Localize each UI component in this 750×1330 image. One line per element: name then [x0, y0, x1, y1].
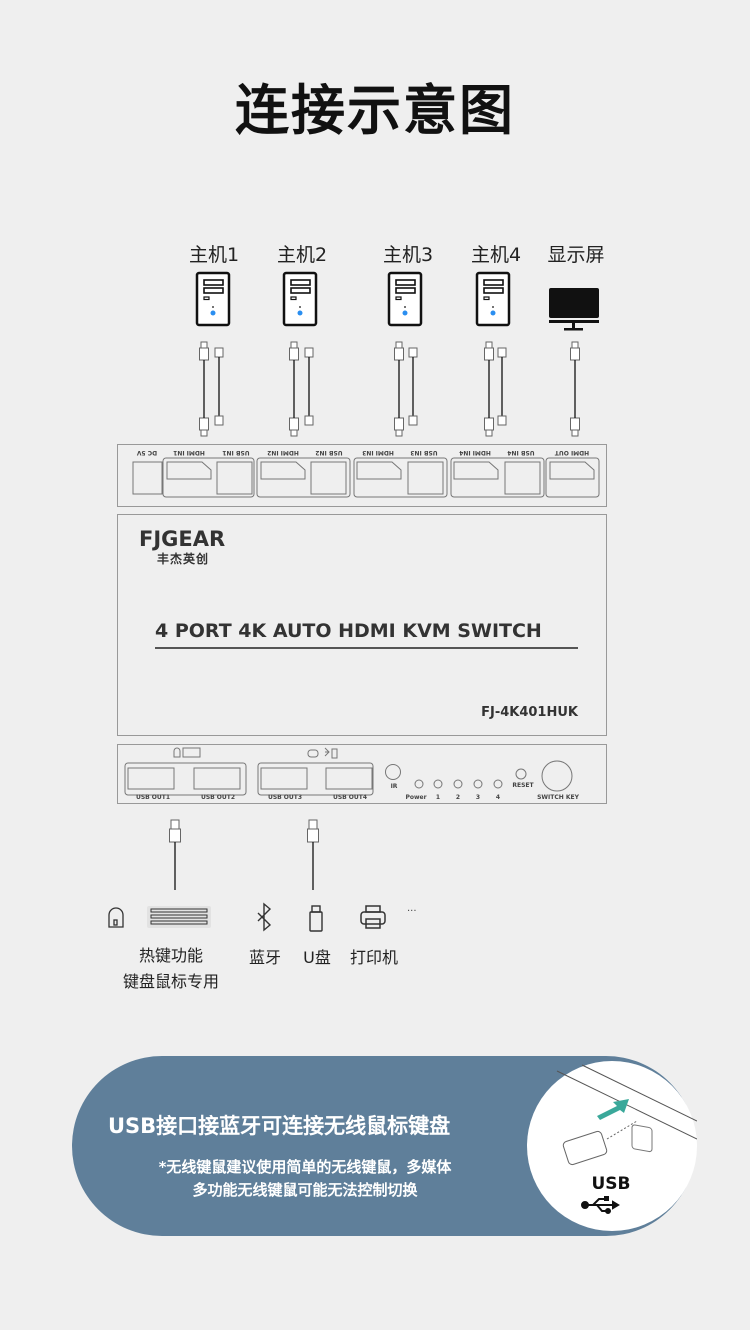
keyboard-mouse-label: 键盘鼠标专用: [122, 972, 220, 991]
banner-note-2: 多功能无线键鼠可能无法控制切换: [192, 1181, 418, 1199]
pc-icon-1: [195, 271, 231, 327]
brand-logo: FJGEAR: [139, 527, 226, 551]
usb-symbol-icon: [581, 1196, 620, 1214]
monitor-icon: [549, 288, 599, 331]
port-label-usb-in4: USB IN4: [507, 449, 535, 456]
port-label-hdmi-in2: HDMI IN2: [267, 449, 299, 456]
led-4-label: 4: [495, 794, 501, 801]
mouse-icon: [108, 907, 124, 928]
pc-icon-3: [387, 271, 423, 327]
arrow-icon: [597, 1099, 629, 1120]
usb-label: USB: [591, 1174, 631, 1194]
monitor-label: 显示屏: [547, 244, 605, 266]
port-label-hdmi-in3: HDMI IN3: [362, 449, 394, 456]
port-label-usb-in3: USB IN3: [410, 449, 438, 456]
led-power-label: Power: [405, 794, 427, 801]
product-underline: [155, 647, 578, 649]
product-name: 4 PORT 4K AUTO HDMI KVM SWITCH: [155, 620, 542, 642]
bluetooth-icon: [257, 902, 272, 932]
front-panel: [117, 744, 607, 804]
hdmi-cable-icons: [200, 342, 580, 436]
usb-out1-label: USB OUT1: [135, 794, 171, 801]
port-label-hdmi-in1: HDMI IN1: [173, 449, 205, 456]
pc-icon-2: [282, 271, 318, 327]
banner-heading: USB接口接蓝牙可连接无线鼠标键盘: [108, 1114, 451, 1138]
port-label-hdmi-out: HDMI OUT: [554, 449, 590, 456]
usb-dongle-illustration: [556, 1064, 697, 1214]
host-1-label: 主机1: [188, 244, 240, 266]
port-label-hdmi-in4: HDMI IN4: [459, 449, 491, 456]
bluetooth-label: 蓝牙: [248, 948, 282, 967]
port-label-dc: DC 5V: [136, 449, 158, 456]
port-label-usb-in1: USB IN1: [222, 449, 250, 456]
front-panel-ports: [124, 747, 573, 796]
host-4-label: 主机4: [470, 244, 522, 266]
hotkey-label: 热键功能: [138, 946, 204, 965]
model-number: FJ-4K401HUK: [481, 705, 578, 720]
usb-drive-icon: [309, 905, 323, 932]
device-top: [117, 514, 607, 736]
page-title: 连接示意图: [235, 79, 515, 142]
udisk-label: U盘: [303, 948, 331, 967]
usb-out4-label: USB OUT4: [332, 794, 368, 801]
port-label-usb-in2: USB IN2: [315, 449, 343, 456]
brand-cn: 丰杰英创: [157, 552, 210, 566]
usb-cable-icons: [214, 347, 507, 426]
peripheral-cables-and-icons: [108, 819, 386, 932]
reset-button[interactable]: RESET: [512, 782, 534, 789]
printer-icon: [360, 905, 386, 929]
led-3-label: 3: [475, 794, 481, 801]
pc-icon-4: [475, 271, 511, 327]
usb-out2-label: USB OUT2: [200, 794, 236, 801]
host-2-label: 主机2: [276, 244, 328, 266]
host-3-label: 主机3: [382, 244, 434, 266]
led-2-label: 2: [455, 794, 461, 801]
usb-out3-label: USB OUT3: [267, 794, 303, 801]
printer-label: 打印机: [349, 948, 399, 967]
led-1-label: 1: [435, 794, 441, 801]
banner-note-1: *无线键鼠建议使用简单的无线键鼠，多媒体: [158, 1158, 452, 1176]
hosts-and-cables: [195, 271, 599, 440]
ir-label: IR: [390, 783, 398, 790]
back-panel-ports: [132, 457, 600, 498]
switch-key-button[interactable]: SWITCH KEY: [537, 794, 579, 801]
keyboard-icon: [147, 906, 211, 928]
more-ellipsis: ···: [407, 906, 417, 917]
